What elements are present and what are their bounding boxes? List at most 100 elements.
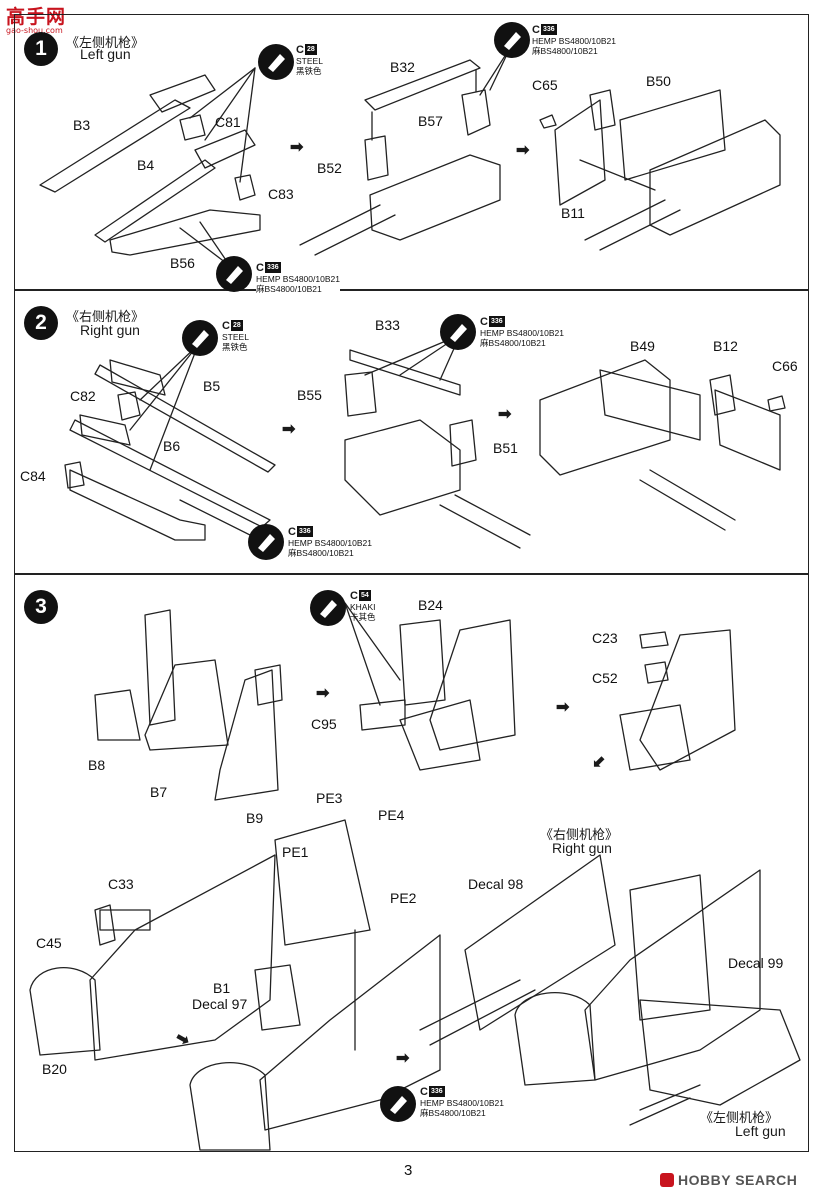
part-label: C84 (20, 468, 46, 484)
arrow-icon: ➡ (282, 421, 296, 438)
paint-code: C (350, 590, 358, 602)
paint-num: 336 (488, 316, 505, 327)
step1-panel (14, 14, 809, 290)
paint-num: 54 (358, 590, 371, 601)
paint-line1: HEMP BS4800/10B21 (532, 36, 616, 46)
step1-title-cn: 《左侧机枪》 (66, 35, 145, 50)
step3-right-gun-cn: 《右侧机枪》 (540, 827, 619, 842)
part-label: PE1 (282, 844, 309, 860)
part-label: B5 (203, 378, 221, 394)
step1-paint-hemp-bottom-icon (216, 256, 252, 292)
paint-code: C (256, 262, 264, 274)
part-label: C81 (215, 114, 241, 130)
part-label: B7 (150, 784, 168, 800)
part-label: B11 (561, 205, 585, 221)
step2-paint-steel-icon (182, 320, 218, 356)
arrow-icon: ➡ (396, 1050, 410, 1067)
part-label: B24 (418, 597, 443, 613)
hobby-search-watermark: HOBBY SEARCH (660, 1172, 797, 1188)
part-label: C45 (36, 935, 62, 951)
part-label: B33 (375, 317, 400, 333)
paint-line1: HEMP BS4800/10B21 (256, 274, 340, 284)
step2-number: 2 (24, 306, 58, 340)
paint-code: C (222, 320, 230, 332)
step2-paint-hemp-top-icon (440, 314, 476, 350)
part-label: C23 (592, 630, 618, 646)
step1-title-en: Left gun (80, 46, 131, 62)
arrow-icon: ➡ (316, 685, 330, 702)
paint-line2: 卡其色 (350, 612, 376, 622)
part-label: B56 (170, 255, 195, 271)
step3-panel (14, 574, 809, 1152)
paint-num: 28 (304, 44, 317, 55)
paint-line2: 麻BS4800/10B21 (288, 548, 354, 558)
part-label: B9 (246, 810, 264, 826)
paint-line1: HEMP BS4800/10B21 (420, 1098, 504, 1108)
part-label: B50 (646, 73, 671, 89)
paint-num: 28 (230, 320, 243, 331)
part-label: Decal 97 (192, 996, 248, 1012)
paint-line1: STEEL (222, 332, 249, 342)
paint-line2: 黑铁色 (222, 342, 248, 352)
arrow-icon: ➡ (290, 139, 304, 156)
step2-title-cn: 《右侧机枪》 (66, 309, 145, 324)
part-label: B49 (630, 338, 655, 354)
step3-left-gun-en: Left gun (735, 1123, 786, 1139)
part-label: B4 (137, 157, 155, 173)
part-label: B3 (73, 117, 91, 133)
watermark-url: gao-shou.com (6, 26, 63, 35)
paint-line1: HEMP BS4800/10B21 (480, 328, 564, 338)
step3-right-gun-en: Right gun (552, 840, 612, 856)
part-label: C82 (70, 388, 96, 404)
part-label: C95 (311, 716, 337, 732)
paint-line2: 麻BS4800/10B21 (256, 284, 322, 294)
part-label: B52 (317, 160, 342, 176)
part-label: PE2 (390, 890, 417, 906)
part-label: C52 (592, 670, 618, 686)
part-label: PE4 (378, 807, 405, 823)
watermark-logo: 高手网 gao-shou.com (6, 2, 66, 35)
step3-number: 3 (24, 590, 58, 624)
part-label: PE3 (316, 790, 343, 806)
step1-paint-hemp-top-icon (494, 22, 530, 58)
paint-line2: 黑铁色 (296, 66, 322, 76)
paint-line2: 麻BS4800/10B21 (420, 1108, 486, 1118)
part-label: B12 (713, 338, 738, 354)
arrow-icon: ➡ (516, 142, 530, 159)
part-label: B55 (297, 387, 322, 403)
paint-code: C (296, 44, 304, 56)
step3-paint-khaki-icon (310, 590, 346, 626)
part-label: C66 (772, 358, 798, 374)
watermark-logo-text: 高手网 (6, 6, 67, 28)
step1-paint-steel-icon (258, 44, 294, 80)
step2-panel (14, 290, 809, 574)
paint-line2: 麻BS4800/10B21 (480, 338, 546, 348)
part-label: B57 (418, 113, 443, 129)
part-label: B6 (163, 438, 181, 454)
paint-code: C (532, 24, 540, 36)
step2-title-en: Right gun (80, 322, 140, 338)
paint-num: 336 (428, 1086, 445, 1097)
paint-line1: KHAKI (350, 602, 376, 612)
part-label: B32 (390, 59, 415, 75)
part-label: C33 (108, 876, 134, 892)
step3-left-gun-cn: 《左侧机枪》 (700, 1110, 779, 1125)
paint-code: C (420, 1086, 428, 1098)
part-label: Decal 98 (468, 876, 524, 892)
paint-num: 336 (264, 262, 281, 273)
arrow-icon: ➡ (556, 699, 570, 716)
part-label: C83 (268, 186, 294, 202)
